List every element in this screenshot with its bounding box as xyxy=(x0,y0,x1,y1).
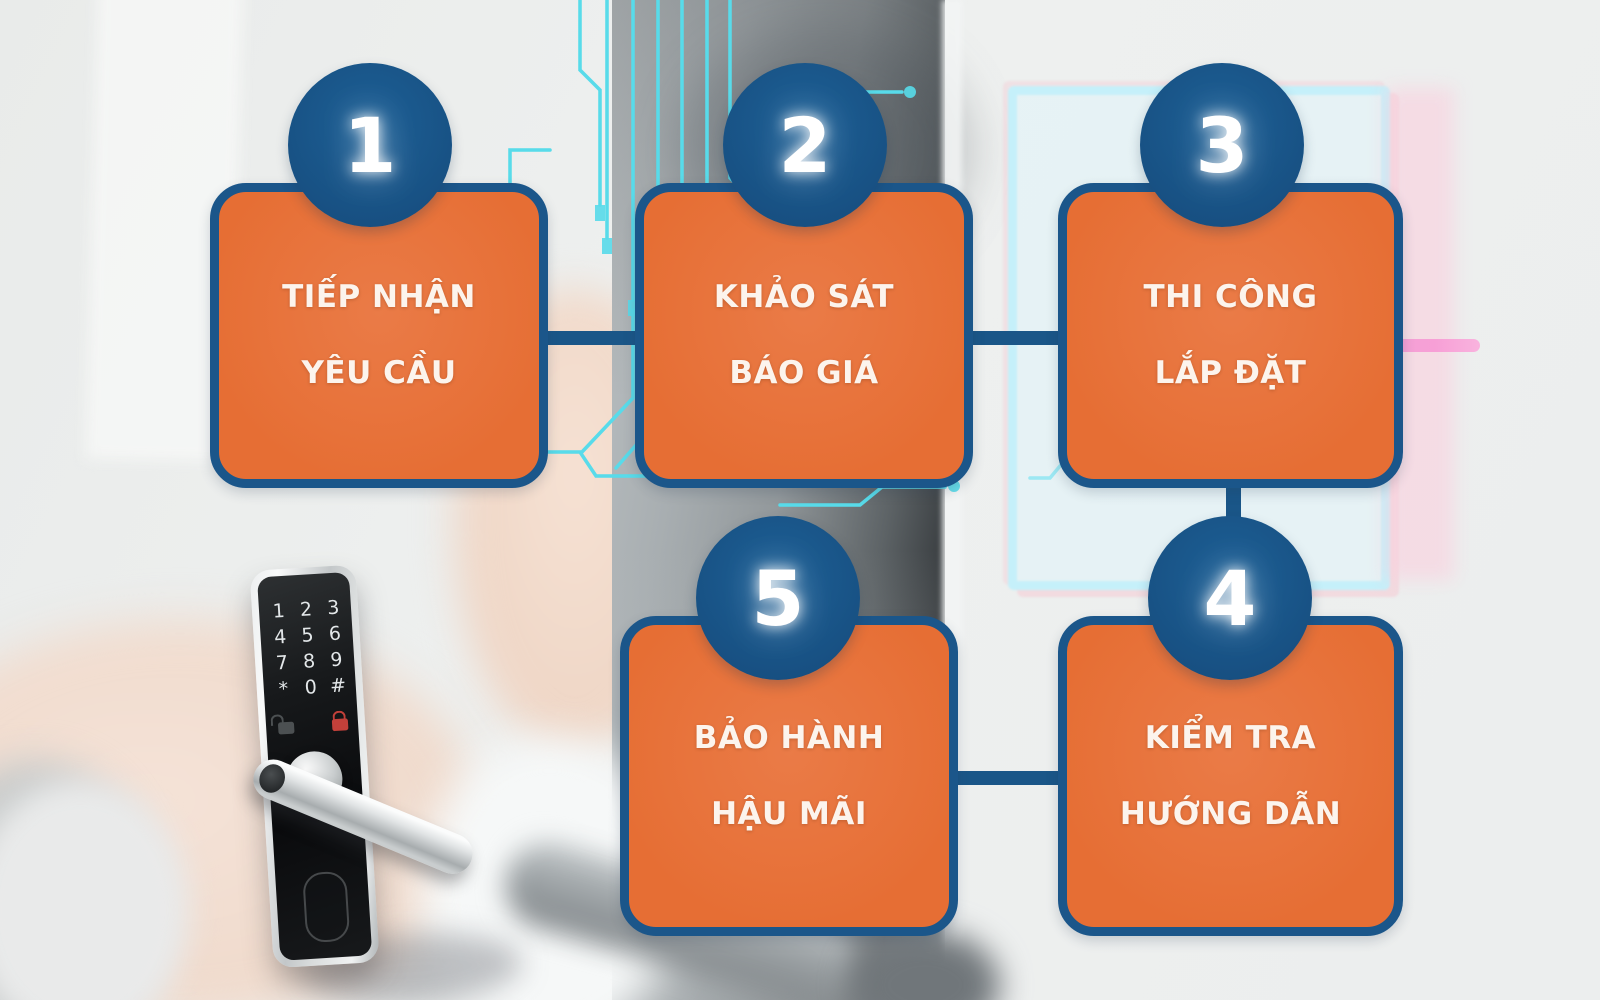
keypad-key: 3 xyxy=(326,596,341,620)
step-box-1: TIẾP NHẬN YÊU CẦU xyxy=(210,183,548,488)
keypad-key: # xyxy=(329,674,347,698)
step-label-line1: KIỂM TRA xyxy=(1144,719,1317,756)
step-number-badge-5: 5 xyxy=(696,516,860,680)
lock-icon xyxy=(331,718,349,732)
step-number: 2 xyxy=(778,100,832,190)
keypad-key: 0 xyxy=(304,676,318,699)
keyhole-cover xyxy=(302,870,351,944)
step-number-badge-2: 2 xyxy=(723,63,887,227)
step-number: 5 xyxy=(751,553,805,643)
keypad-key: 9 xyxy=(329,648,344,672)
lock-keypad: 1 2 3 4 5 6 7 8 9 * 0 # xyxy=(264,594,352,703)
step-number-badge-3: 3 xyxy=(1140,63,1304,227)
step-label-line1: BẢO HÀNH xyxy=(693,719,885,756)
step-label-line1: KHẢO SÁT xyxy=(713,279,895,315)
step-number-badge-1: 1 xyxy=(288,63,452,227)
step-box-5: BẢO HÀNH HẬU MÃI xyxy=(620,616,958,936)
keypad-key: 4 xyxy=(273,625,288,649)
keypad-key: 5 xyxy=(300,624,315,647)
step-label-line2: BÁO GIÁ xyxy=(729,355,879,391)
step-number: 4 xyxy=(1203,553,1257,643)
step-label-line1: TIẾP NHẬN xyxy=(282,279,476,315)
keypad-key: * xyxy=(278,677,289,701)
step-label-line2: HƯỚNG DẪN xyxy=(1119,795,1342,832)
unlock-icon xyxy=(277,721,295,735)
step-number-badge-4: 4 xyxy=(1148,516,1312,680)
keypad-key: 6 xyxy=(328,622,342,646)
step-number: 3 xyxy=(1195,100,1249,190)
step-label-line2: YÊU CẦU xyxy=(301,355,457,391)
step-number: 1 xyxy=(343,100,397,190)
connector-step1-step2 xyxy=(527,331,643,345)
keypad-key: 1 xyxy=(272,599,286,623)
step-label-line2: LẮP ĐẶT xyxy=(1154,355,1307,391)
step-box-2: KHẢO SÁT BÁO GIÁ xyxy=(635,183,973,488)
connector-step2-step3 xyxy=(948,331,1066,345)
keypad-key: 7 xyxy=(275,651,289,675)
step-label-line2: HẬU MÃI xyxy=(711,795,867,832)
keypad-key: 8 xyxy=(302,650,316,673)
step-box-3: THI CÔNG LẮP ĐẶT xyxy=(1058,183,1403,488)
keypad-key: 2 xyxy=(299,598,313,621)
connector-step5-step4 xyxy=(933,771,1066,785)
step-label-line1: THI CÔNG xyxy=(1143,279,1318,315)
smart-lock-photo: 1 2 3 4 5 6 7 8 9 * 0 # xyxy=(237,549,525,1000)
